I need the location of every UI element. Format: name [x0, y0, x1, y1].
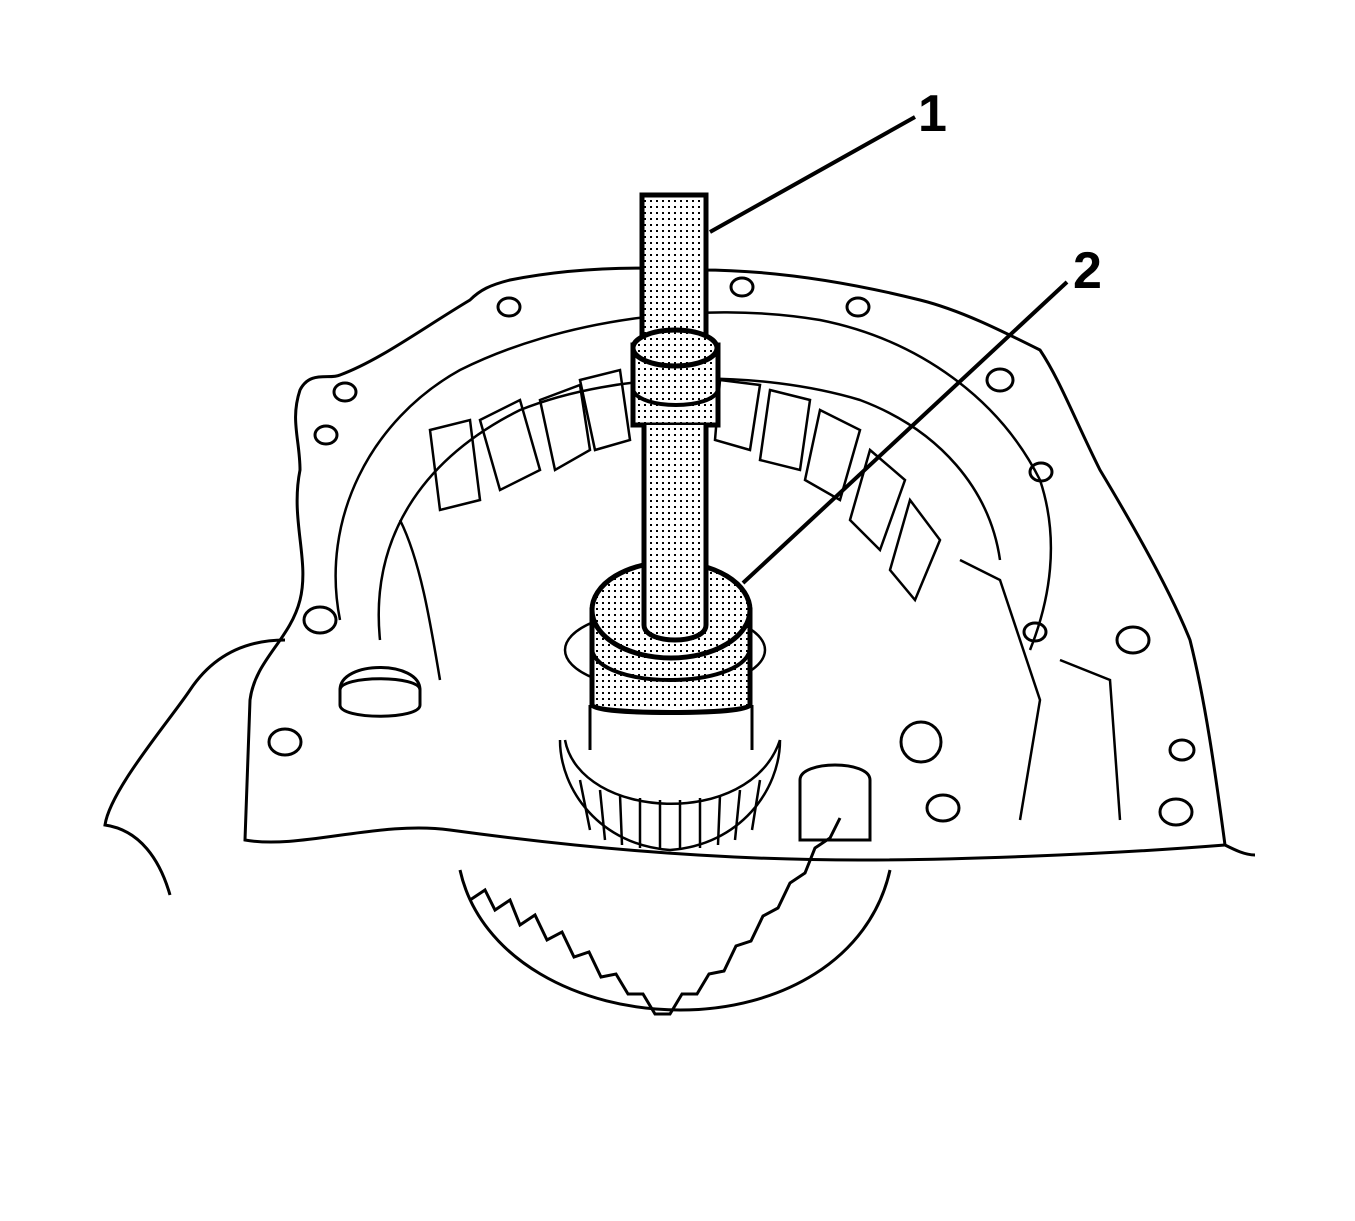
leader-line-2 — [741, 280, 1069, 585]
housing-outline-left — [103, 638, 286, 896]
bell-housing — [334, 311, 1053, 651]
housing-outline-right — [1224, 843, 1256, 857]
bosses — [338, 666, 872, 842]
driver-handle — [630, 192, 721, 643]
bearing — [558, 608, 782, 852]
case-flange — [243, 266, 1227, 862]
callout-label-1: 1 — [918, 85, 947, 143]
gear — [458, 817, 892, 1016]
bolt-holes — [267, 276, 1196, 827]
leader-line-1 — [709, 115, 916, 234]
callout-label-2: 2 — [1073, 242, 1102, 300]
internal-ribs — [398, 368, 1122, 821]
